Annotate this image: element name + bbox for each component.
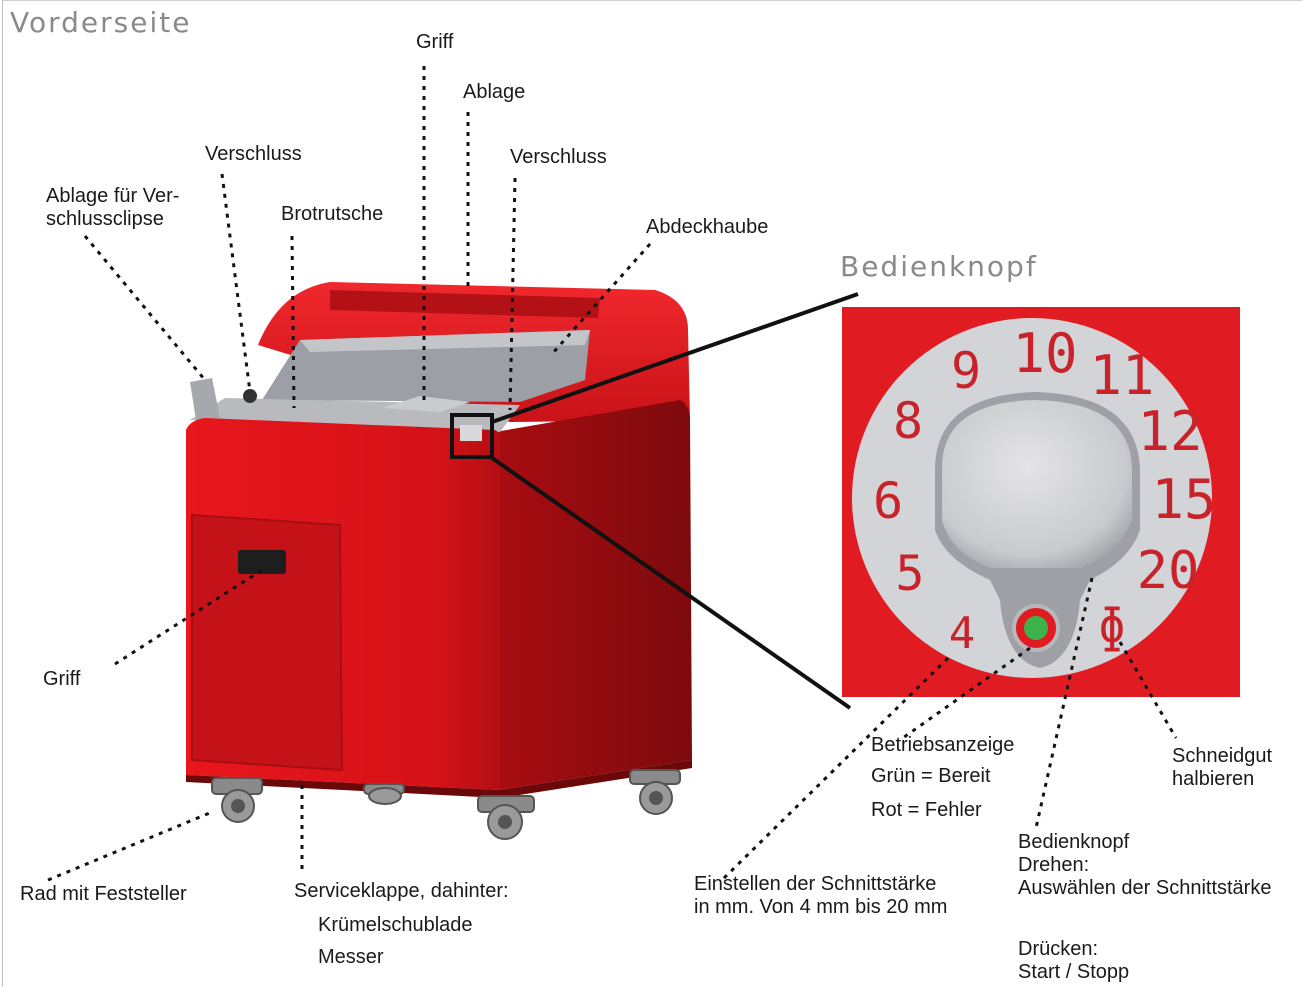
dial-number-4: 4 (949, 608, 976, 659)
label-betrieb-title: Betriebsanzeige (871, 734, 1015, 756)
dial-number-12: 12 (1137, 400, 1202, 463)
knob-highlight-box (450, 413, 494, 459)
leader-knopf (1034, 577, 1094, 829)
wheel (629, 769, 681, 815)
wheel (477, 795, 535, 840)
wheel (363, 783, 405, 805)
label-schneidgut: Schneidgut halbieren (1172, 745, 1273, 790)
dial-number-11: 11 (1089, 344, 1154, 407)
service-hatch (191, 513, 344, 772)
leader-schnitt (720, 656, 950, 882)
top-tray (330, 290, 600, 318)
leader-brotrutsche (290, 235, 296, 409)
label-knopf-turn: Bedienknopf Drehen: Auswählen der Schnit… (1018, 831, 1272, 899)
dial-number-6: 6 (873, 472, 903, 530)
zoom-line-bottom (490, 456, 852, 710)
label-betrieb-green: Grün = Bereit (871, 765, 991, 787)
leader-verschluss-left (220, 173, 252, 393)
wheel (211, 777, 263, 823)
dial-number-15: 15 (1151, 468, 1216, 531)
label-betrieb-red: Rot = Fehler (871, 799, 982, 821)
leader-betrieb (899, 646, 1031, 742)
label-service: Serviceklappe, dahinter: (294, 880, 509, 902)
leader-ablage-clips (83, 235, 207, 381)
clip-holder (190, 378, 220, 420)
zoom-line-top (491, 292, 859, 424)
dial-number-8: 8 (893, 392, 923, 450)
service-handle (238, 550, 286, 574)
heading-knob: Bedienknopf (840, 250, 1038, 283)
dial-number-5: 5 (896, 546, 925, 602)
label-kruemel: Krümelschublade (318, 914, 473, 936)
leader-lines (47, 66, 1178, 882)
status-led-green (1024, 616, 1048, 640)
dial-number-9: 9 (951, 342, 981, 400)
label-griff-top: Griff (416, 31, 454, 53)
label-rad: Rad mit Feststeller (20, 883, 187, 905)
label-ablage: Ablage (463, 81, 526, 103)
bread-slicer-machine (186, 282, 692, 840)
label-ablage-clips: Ablage für Ver- schlussclipse (46, 185, 180, 230)
label-verschluss-left: Verschluss (205, 143, 302, 165)
label-knopf-press: Drücken: Start / Stopp (1018, 938, 1130, 983)
label-abdeckhaube: Abdeckhaube (646, 216, 769, 238)
label-verschluss-right: Verschluss (510, 146, 607, 168)
label-brotrutsche: Brotrutsche (281, 203, 384, 225)
knob-face (942, 400, 1132, 568)
leader-rad (47, 810, 213, 882)
leader-verschluss-right (508, 177, 517, 411)
leader-abdeckhaube (550, 243, 652, 355)
left-latch (243, 389, 257, 403)
dial-number-10: 10 (1012, 322, 1077, 385)
leader-schneidgut (1118, 641, 1178, 739)
knob-detail: 4 5 6 8 9 10 11 12 15 20 ɸ (842, 307, 1240, 697)
side-panel (495, 400, 692, 790)
dial-number-20: 20 (1137, 541, 1200, 601)
label-schnitt: Einstellen der Schnittstärke in mm. Von … (694, 873, 948, 918)
label-messer: Messer (318, 946, 384, 968)
label-griff-side: Griff (43, 668, 81, 690)
heading-front: Vorderseite (10, 6, 192, 39)
